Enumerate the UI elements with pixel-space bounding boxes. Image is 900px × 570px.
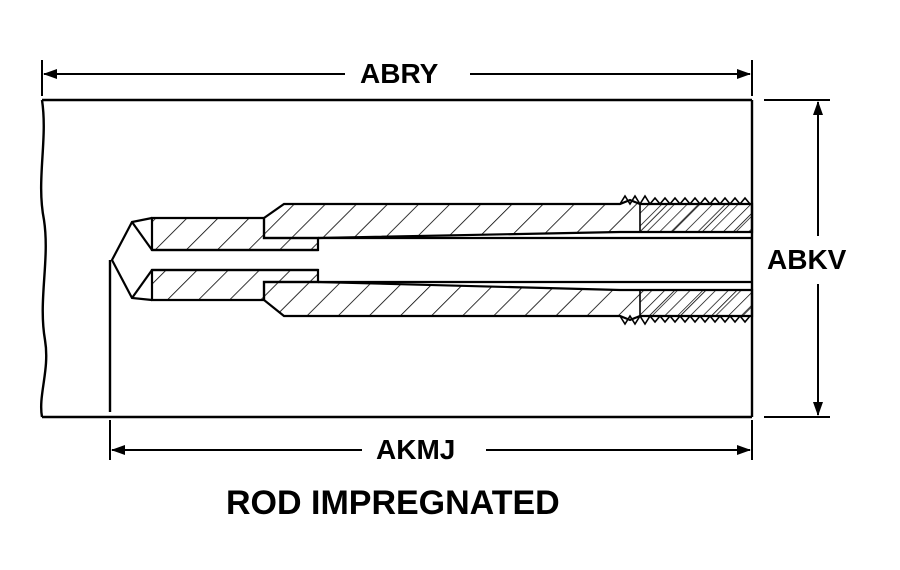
dimension-overall-length (41, 60, 753, 96)
thread-profile (619, 194, 751, 326)
overall-length-label: ABRY (360, 58, 439, 89)
fitting-lower-section (150, 268, 754, 322)
conical-tip (110, 216, 153, 302)
rod-body (39, 98, 754, 419)
diagram-caption: ROD IMPREGNATED (226, 484, 560, 522)
fitting-bore (110, 216, 752, 302)
rod-break-line (39, 99, 48, 418)
dimension-rod-length (109, 420, 753, 460)
fitting-upper-section (150, 198, 754, 252)
rod-diameter-label: ABKV (767, 244, 847, 275)
dimension-rod-diameter (764, 99, 830, 418)
rod-length-label: AKMJ (376, 434, 456, 465)
